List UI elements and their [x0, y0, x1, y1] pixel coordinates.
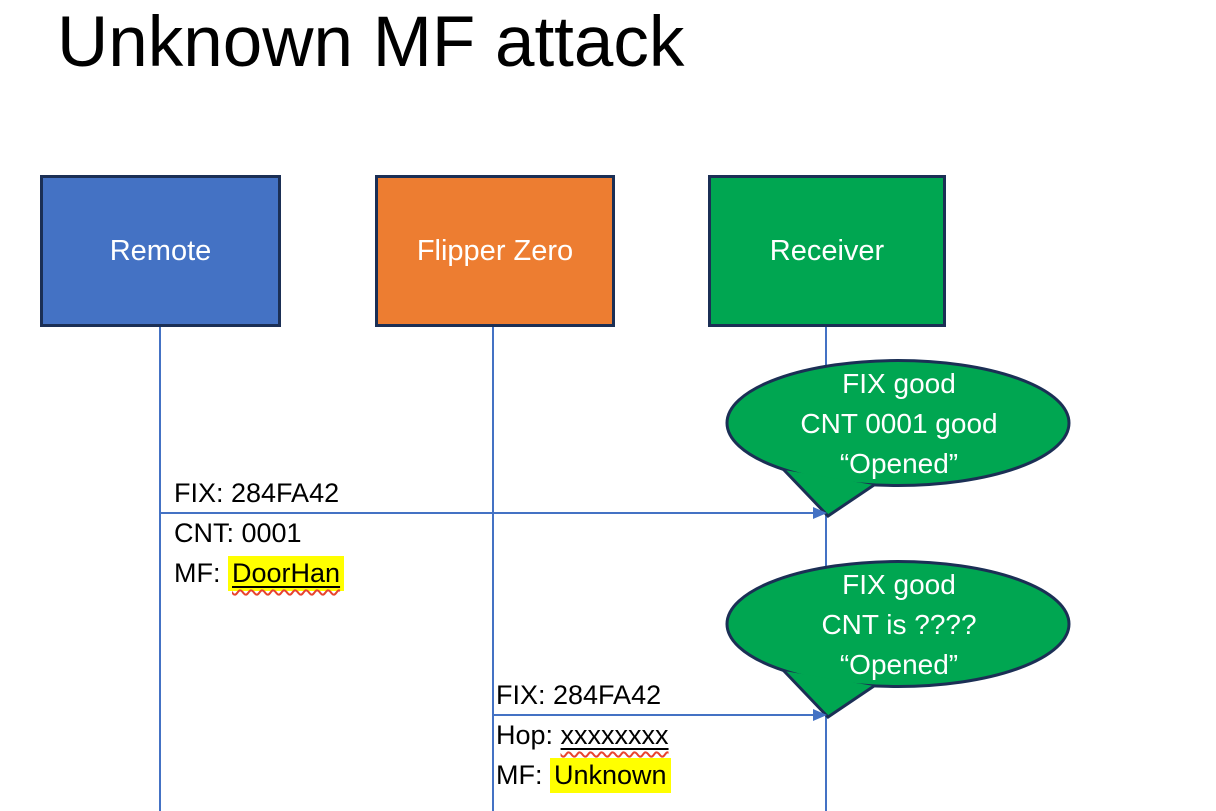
highlighted-value-unknown: Unknown: [550, 758, 671, 793]
field-label-mf: MF:: [496, 760, 550, 790]
bubble-line: CNT is ????: [821, 609, 977, 640]
bubble-line: FIX good: [842, 368, 956, 399]
bubble-line: FIX good: [842, 569, 956, 600]
bubble-line: CNT 0001 good: [800, 408, 998, 439]
highlighted-value-doorhan: DoorHan: [228, 556, 345, 591]
speech-bubble-2: [725, 560, 1071, 719]
message-line-fix: FIX: 284FA42: [174, 478, 340, 508]
field-label-hop: Hop:: [496, 720, 561, 750]
speech-bubble-1: [725, 359, 1071, 518]
actor-box-receiver: Receiver: [708, 175, 946, 327]
message-2-arrowhead-icon: [813, 709, 827, 721]
lifeline-flipper-zero: [492, 327, 494, 811]
slide-title: Unknown MF attack: [57, 3, 685, 82]
actor-box-remote: Remote: [40, 175, 281, 327]
bubble-line: “Opened”: [839, 649, 959, 680]
actor-box-flipper-zero: Flipper Zero: [375, 175, 615, 327]
actor-label-flipper-zero: Flipper Zero: [416, 234, 574, 267]
message-line-mf: MF: DoorHan: [174, 553, 345, 593]
message-1-arrowhead-icon: [813, 507, 827, 519]
actor-label-remote: Remote: [109, 234, 212, 267]
actor-label-receiver: Receiver: [769, 234, 885, 267]
field-label-mf: MF:: [174, 558, 228, 588]
message-1-labels: FIX: 284FA42 CNT: 0001 MF: DoorHan: [174, 473, 345, 593]
misspelled-value-hop: xxxxxxxx: [560, 720, 669, 750]
message-line-hop: Hop: xxxxxxxx: [496, 715, 671, 755]
message-2-arrow-line: [493, 714, 814, 716]
speech-bubble-1-text: FIX good CNT 0001 good “Opened”: [722, 364, 1076, 484]
message-line-mf: MF: Unknown: [496, 755, 671, 795]
message-2-labels: FIX: 284FA42 Hop: xxxxxxxx MF: Unknown: [496, 675, 671, 795]
message-line-cnt: CNT: 0001: [174, 518, 302, 548]
message-line-fix: FIX: 284FA42: [496, 680, 662, 710]
bubble-line: “Opened”: [839, 448, 959, 479]
message-1-arrow-line: [160, 512, 814, 514]
lifeline-remote: [159, 327, 161, 811]
speech-bubble-2-text: FIX good CNT is ???? “Opened”: [722, 565, 1076, 685]
